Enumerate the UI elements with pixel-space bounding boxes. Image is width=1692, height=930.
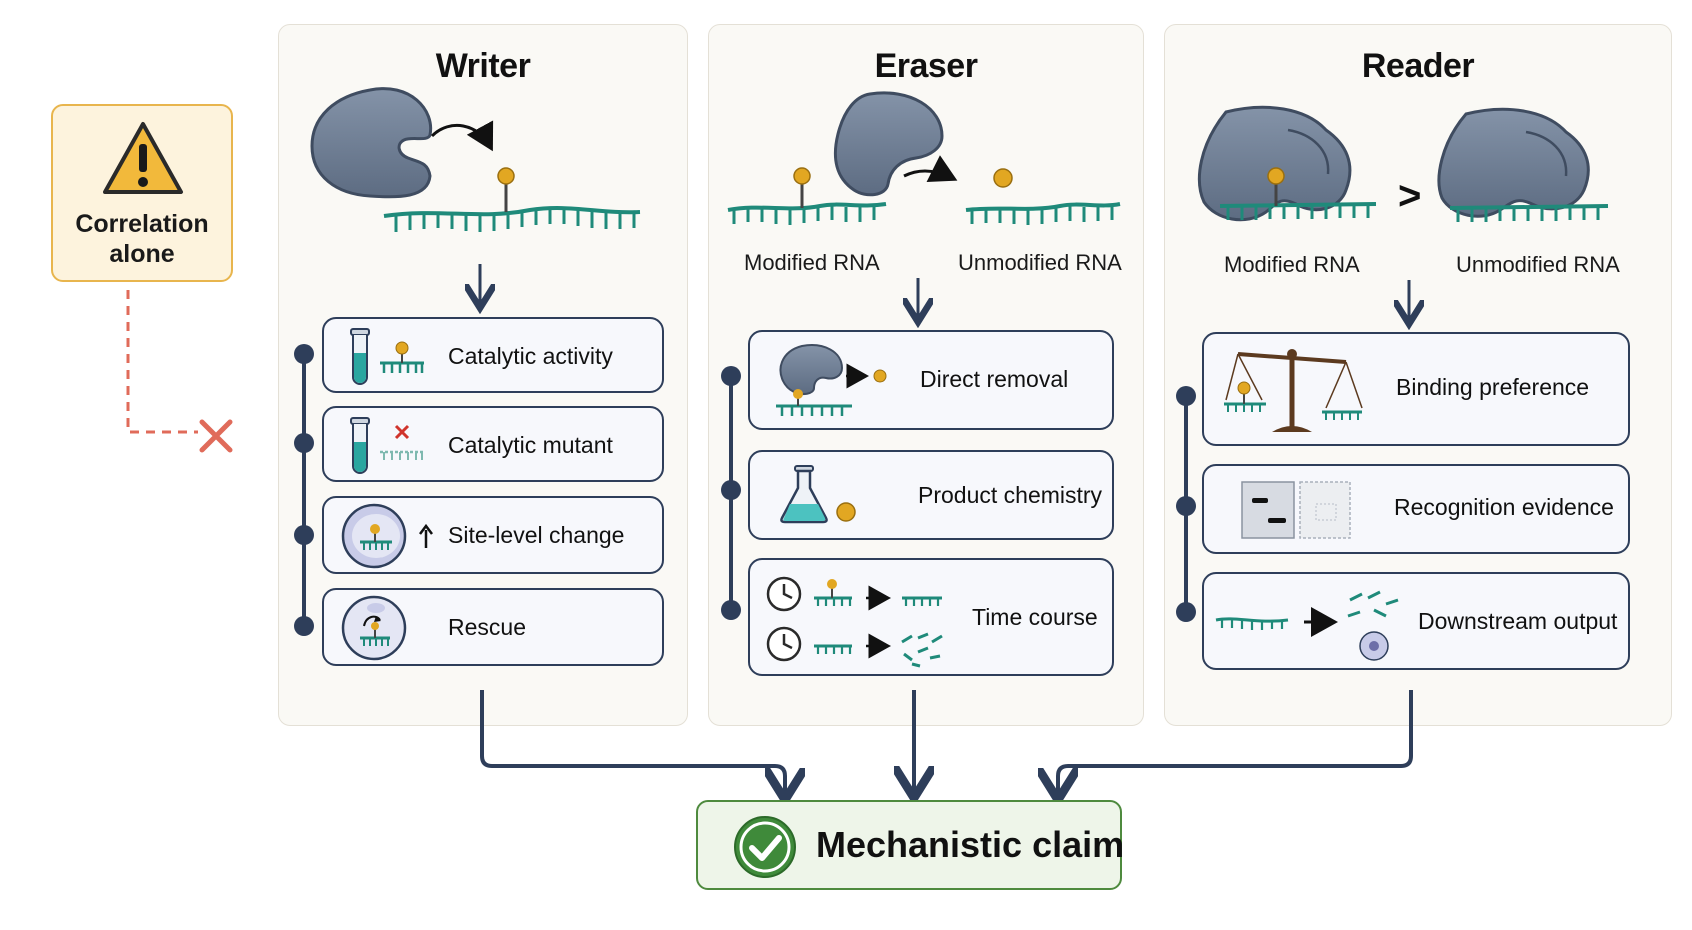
eraser-rail-dot (721, 600, 741, 620)
reader-illustration (1197, 105, 1609, 222)
card-label: Catalytic mutant (448, 432, 613, 458)
reader-card-downstream-output[interactable]: Downstream output (1202, 572, 1630, 670)
eraser-unmodified-rna-label: Unmodified RNA (958, 250, 1122, 275)
writer-rail-dot (294, 525, 314, 545)
eraser-rail-dot (721, 366, 741, 386)
writer-title: Writer (435, 47, 531, 85)
card-label: Direct removal (920, 366, 1069, 392)
writer-down-arrow (470, 264, 490, 312)
downstream-output-icon (1215, 590, 1399, 661)
clock-icon (766, 576, 802, 612)
reader-rail-dot (1176, 602, 1196, 622)
test-tube-icon (350, 328, 370, 385)
card-label: Recognition evidence (1394, 494, 1614, 520)
reader-modified-rna-label: Modified RNA (1224, 252, 1360, 277)
card-label: Product chemistry (918, 482, 1103, 508)
eraser-card-product-chemistry[interactable]: Product chemistry (748, 450, 1114, 540)
eraser-rail-dot (721, 480, 741, 500)
rna-modified-icon (380, 341, 424, 373)
warning-text-line2: alone (109, 240, 175, 268)
enzyme-blob-icon (310, 87, 433, 199)
warning-triangle-icon (103, 122, 183, 194)
mechanistic-claim-box: Mechanistic claim (696, 800, 1125, 890)
eraser-down-arrow (908, 278, 928, 326)
writer-card-catalytic-mutant[interactable]: Catalytic mutant (322, 406, 664, 482)
writer-rail-dot (294, 344, 314, 364)
balance-scale-icon (1224, 349, 1363, 432)
writer-rail-dot (294, 616, 314, 636)
eraser-title: Eraser (874, 47, 978, 85)
gel-blot-icon (1241, 481, 1351, 539)
writer-rail (302, 352, 306, 626)
card-label: Site-level change (448, 522, 625, 548)
eraser-illustration (727, 91, 1121, 225)
warning-text-line1: Correlation (75, 210, 209, 238)
reader-rail-dot (1176, 386, 1196, 406)
eraser-card-time-course[interactable]: Time course (748, 558, 1114, 676)
test-tube-icon (350, 417, 370, 474)
time-course-icon (766, 576, 943, 668)
writer-card-rescue[interactable]: Rescue (322, 588, 664, 666)
enzyme-blob-icon (833, 91, 944, 197)
reader-card-binding-preference[interactable]: Binding preference (1202, 332, 1630, 446)
reader-card-recognition-evidence[interactable]: Recognition evidence (1202, 464, 1630, 554)
mechanistic-claim-label: Mechanistic claim (816, 824, 1125, 865)
rna-blocked-icon (380, 424, 424, 460)
flask-icon (780, 465, 828, 524)
cell-rescue-icon (341, 595, 407, 661)
writer-illustration (310, 87, 641, 232)
modification-product-icon (836, 502, 856, 522)
eraser-modified-rna-label: Modified RNA (744, 250, 880, 275)
card-label: Downstream output (1418, 608, 1618, 634)
red-x-icon (199, 419, 233, 453)
cell-icon (341, 503, 407, 569)
correlation-warning-box: Correlation alone (51, 104, 233, 282)
card-label: Binding preference (1396, 374, 1590, 400)
writer-card-catalytic-activity[interactable]: Catalytic activity (322, 317, 664, 393)
up-arrow-icon (419, 523, 433, 548)
card-label: Rescue (448, 614, 526, 640)
enzyme-removal-icon (776, 344, 887, 416)
green-check-icon (734, 816, 796, 878)
reader-down-arrow (1399, 280, 1419, 328)
reader-rail-dot (1176, 496, 1196, 516)
card-label: Time course (972, 604, 1098, 630)
reader-title: Reader (1361, 47, 1475, 85)
clock-icon (766, 626, 802, 662)
card-label: Catalytic activity (448, 343, 613, 369)
writer-card-site-level-change[interactable]: Site-level change (322, 496, 664, 574)
writer-rail-dot (294, 433, 314, 453)
reader-unmodified-rna-label: Unmodified RNA (1456, 252, 1620, 277)
eraser-card-direct-removal[interactable]: Direct removal (748, 330, 1114, 430)
reader-greater-than-symbol: > (1398, 174, 1422, 218)
